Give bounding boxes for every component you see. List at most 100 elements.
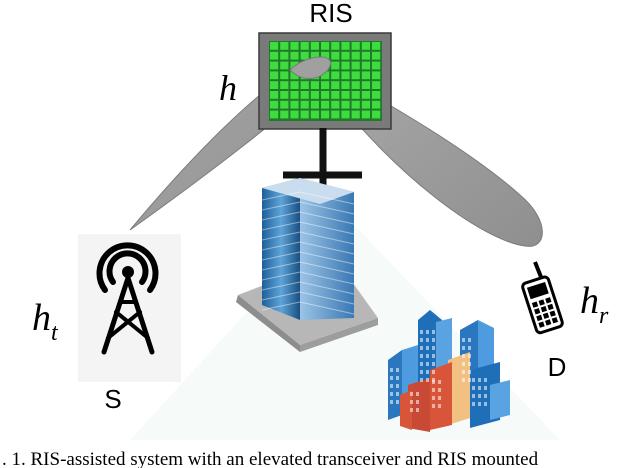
ris-element bbox=[300, 91, 309, 99]
ris-element bbox=[331, 110, 340, 119]
ris-element bbox=[310, 110, 319, 119]
ris-element bbox=[351, 61, 360, 70]
source-panel bbox=[78, 234, 181, 382]
ris-element bbox=[300, 51, 309, 60]
h-label: h bbox=[219, 68, 237, 108]
ris-element bbox=[310, 100, 319, 109]
ris-element bbox=[341, 51, 350, 60]
ris-element bbox=[280, 81, 289, 89]
ris-element bbox=[270, 42, 279, 50]
ris-element bbox=[280, 100, 289, 109]
ris-element bbox=[310, 81, 319, 89]
ris-element bbox=[300, 81, 309, 89]
ris-element bbox=[351, 51, 360, 60]
ris-element bbox=[361, 91, 370, 99]
radio-tower-icon bbox=[96, 242, 159, 355]
ris-element bbox=[270, 110, 279, 119]
ris-element bbox=[280, 42, 289, 50]
source-label: S bbox=[104, 384, 121, 414]
ris-element bbox=[321, 91, 330, 99]
ris-element bbox=[331, 71, 340, 80]
ris-element bbox=[270, 61, 279, 70]
ris-element bbox=[300, 110, 309, 119]
ris-element bbox=[280, 110, 289, 119]
ris-element bbox=[351, 81, 360, 89]
ris-element bbox=[361, 100, 370, 109]
ris-element bbox=[331, 100, 340, 109]
ht-sub: t bbox=[51, 320, 59, 346]
hr-base: h bbox=[580, 280, 599, 322]
ris-element bbox=[280, 71, 289, 80]
ris-element bbox=[351, 110, 360, 119]
ris-element bbox=[280, 51, 289, 60]
ris-element bbox=[321, 42, 330, 50]
ris-element bbox=[341, 110, 350, 119]
ris-element bbox=[331, 42, 340, 50]
beam-focus bbox=[289, 56, 331, 79]
hr-label: hr bbox=[580, 280, 609, 329]
ris-element bbox=[270, 71, 279, 80]
ris-element bbox=[331, 81, 340, 89]
ris-panel bbox=[258, 32, 392, 130]
ris-element bbox=[361, 42, 370, 50]
ris-element bbox=[361, 110, 370, 119]
ris-element bbox=[341, 91, 350, 99]
hr-sub: r bbox=[599, 303, 609, 329]
ris-element bbox=[270, 100, 279, 109]
destination-label: D bbox=[548, 352, 567, 382]
ris-element bbox=[361, 71, 370, 80]
ris-element bbox=[341, 71, 350, 80]
ris-element bbox=[372, 51, 381, 60]
city-skyline-icon bbox=[388, 310, 510, 432]
ris-element bbox=[372, 61, 381, 70]
ris-element bbox=[331, 51, 340, 60]
ris-element bbox=[351, 100, 360, 109]
ris-element bbox=[331, 61, 340, 70]
ris-element bbox=[290, 51, 299, 60]
ris-element bbox=[310, 42, 319, 50]
ris-element bbox=[290, 100, 299, 109]
figure-caption: . 1. RIS-assisted system with an elevate… bbox=[2, 449, 539, 468]
ris-element bbox=[341, 42, 350, 50]
ris-element bbox=[351, 71, 360, 80]
ris-element bbox=[372, 91, 381, 99]
ris-element bbox=[290, 61, 299, 70]
ris-element bbox=[270, 81, 279, 89]
ris-element bbox=[270, 51, 279, 60]
ris-element bbox=[280, 61, 289, 70]
ris-element bbox=[321, 110, 330, 119]
ht-label: ht bbox=[32, 297, 59, 346]
ris-element bbox=[351, 91, 360, 99]
ris-element bbox=[270, 91, 279, 99]
ris-element bbox=[310, 51, 319, 60]
ris-element bbox=[290, 71, 299, 80]
ris-element bbox=[372, 42, 381, 50]
ris-element bbox=[310, 91, 319, 99]
ris-element bbox=[331, 91, 340, 99]
ris-element bbox=[341, 100, 350, 109]
ris-element bbox=[361, 61, 370, 70]
ris-element bbox=[321, 100, 330, 109]
ris-element bbox=[372, 81, 381, 89]
ris-element bbox=[290, 81, 299, 89]
ris-element bbox=[300, 42, 309, 50]
ris-element bbox=[341, 61, 350, 70]
ris-label: RIS bbox=[309, 0, 352, 28]
ris-element bbox=[351, 42, 360, 50]
ris-element bbox=[361, 51, 370, 60]
ris-element bbox=[341, 81, 350, 89]
ris-element bbox=[290, 42, 299, 50]
ris-element bbox=[321, 81, 330, 89]
mobile-phone-icon bbox=[521, 261, 564, 335]
ris-element bbox=[372, 71, 381, 80]
ris-element bbox=[372, 110, 381, 119]
ht-base: h bbox=[32, 297, 51, 339]
ris-element bbox=[361, 81, 370, 89]
ris-element bbox=[300, 100, 309, 109]
ris-element bbox=[290, 110, 299, 119]
ris-element bbox=[290, 91, 299, 99]
ris-element bbox=[321, 71, 330, 80]
ris-element bbox=[372, 100, 381, 109]
skyscraper-icon bbox=[236, 178, 378, 352]
